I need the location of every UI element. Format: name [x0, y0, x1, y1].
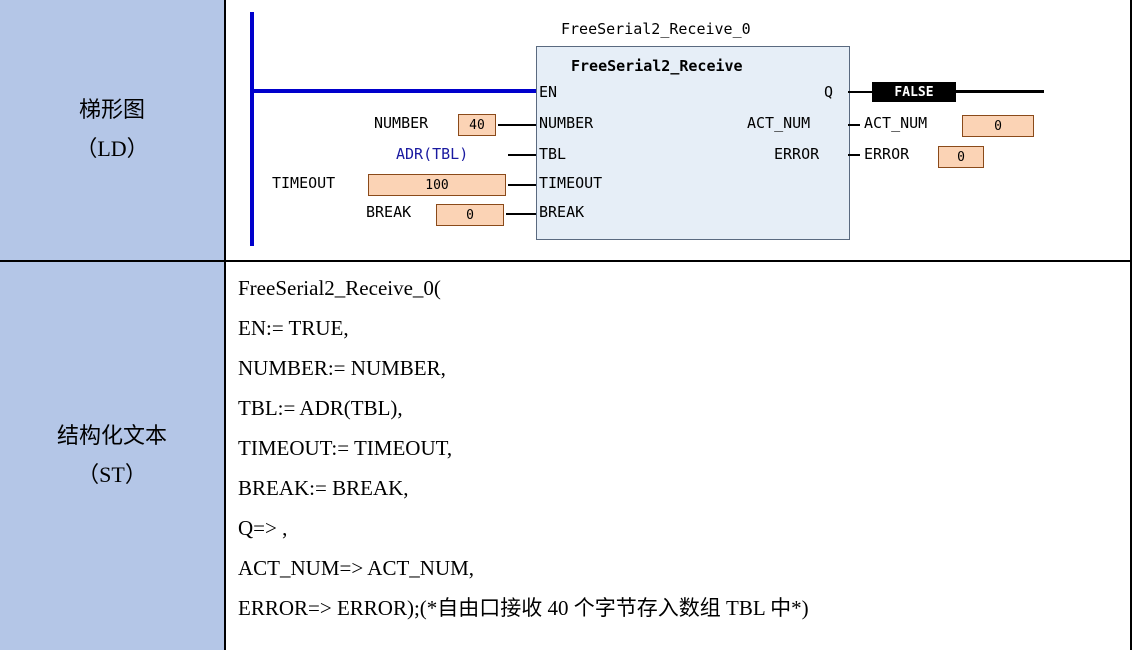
- power-rail: [250, 12, 254, 246]
- var-act-num-value[interactable]: 0: [962, 115, 1034, 137]
- st-line: EN:= TRUE,: [238, 316, 349, 340]
- var-act-num-name: ACT_NUM: [864, 114, 928, 132]
- ld-subtitle: （LD）: [75, 136, 149, 161]
- output-q: Q: [824, 83, 834, 101]
- input-number: NUMBER: [539, 114, 594, 132]
- right-border: [1130, 0, 1132, 650]
- st-line: NUMBER:= NUMBER,: [238, 356, 446, 380]
- input-timeout: TIMEOUT: [539, 174, 603, 192]
- st-line: BREAK:= BREAK,: [238, 476, 409, 500]
- structured-text-code: FreeSerial2_Receive_0( EN:= TRUE, NUMBER…: [238, 270, 1118, 630]
- wire-q-right: [956, 90, 1044, 93]
- horizontal-divider: [0, 260, 1132, 262]
- instance-name: FreeSerial2_Receive_0: [561, 20, 751, 38]
- st-subtitle: （ST）: [77, 462, 147, 487]
- var-error-value[interactable]: 0: [938, 146, 984, 168]
- st-label-cell: 结构化文本 （ST）: [0, 262, 224, 650]
- wire-number: [498, 124, 536, 126]
- wire-q-left: [848, 91, 872, 93]
- var-timeout-name: TIMEOUT: [272, 174, 336, 192]
- wire-error: [848, 154, 860, 156]
- wire-timeout: [508, 184, 536, 186]
- input-tbl: TBL: [539, 145, 567, 163]
- var-break-value[interactable]: 0: [436, 204, 504, 226]
- input-en: EN: [539, 83, 558, 101]
- wire-act-num: [848, 124, 860, 126]
- vertical-divider: [224, 0, 226, 650]
- function-block[interactable]: [536, 46, 850, 240]
- wire-break: [506, 213, 536, 215]
- ld-title: 梯形图: [78, 98, 145, 123]
- block-type-label: FreeSerial2_Receive: [571, 57, 743, 75]
- ladder-diagram: FreeSerial2_Receive_0 FreeSerial2_Receiv…: [226, 0, 1132, 260]
- st-line: ACT_NUM=> ACT_NUM,: [238, 556, 475, 580]
- st-line: TBL:= ADR(TBL),: [238, 396, 403, 420]
- output-act-num: ACT_NUM: [747, 114, 811, 132]
- st-line: Q=> ,: [238, 516, 288, 540]
- st-title: 结构化文本: [56, 424, 167, 449]
- output-error: ERROR: [774, 145, 820, 163]
- input-break: BREAK: [539, 203, 585, 221]
- var-number-name: NUMBER: [374, 114, 429, 132]
- en-rung: [250, 89, 536, 93]
- q-value-badge: FALSE: [872, 82, 956, 102]
- st-line: TIMEOUT:= TIMEOUT,: [238, 436, 453, 460]
- var-break-name: BREAK: [366, 203, 412, 221]
- var-number-value[interactable]: 40: [458, 114, 496, 136]
- ld-label-cell: 梯形图 （LD）: [0, 0, 224, 260]
- st-line: FreeSerial2_Receive_0(: [238, 276, 441, 300]
- wire-tbl: [508, 154, 536, 156]
- var-error-name: ERROR: [864, 145, 910, 163]
- var-tbl-expr: ADR(TBL): [396, 145, 469, 163]
- var-timeout-value[interactable]: 100: [368, 174, 506, 196]
- st-line: ERROR=> ERROR);(*自由口接收 40 个字节存入数组 TBL 中*…: [238, 596, 809, 620]
